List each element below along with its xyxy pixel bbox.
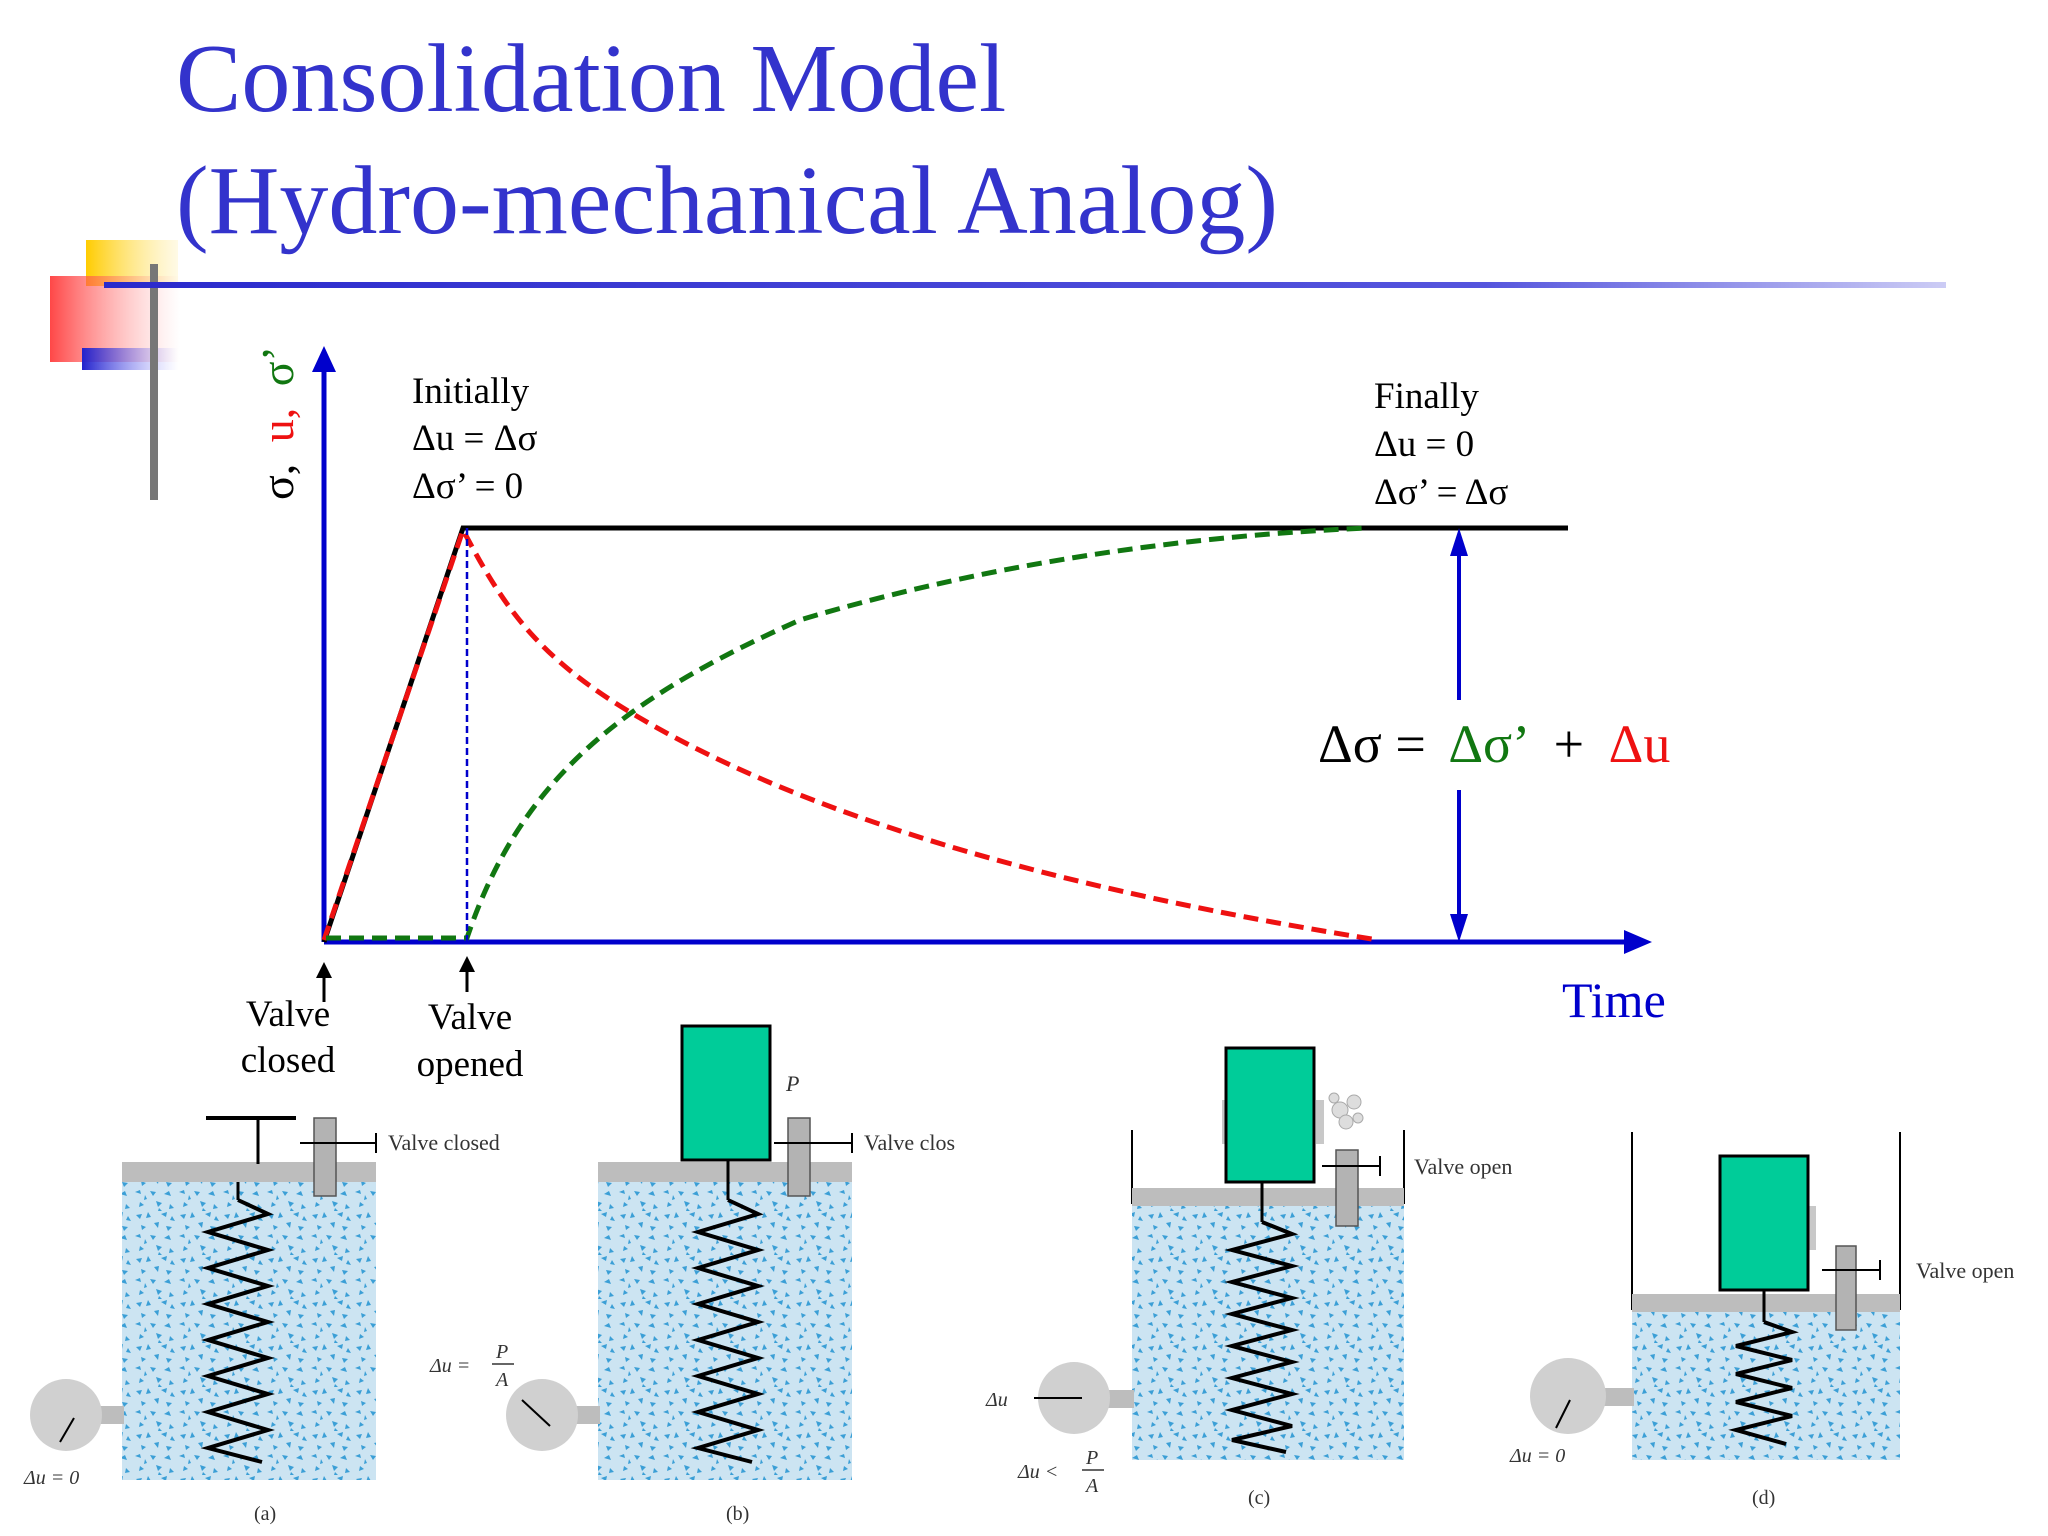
gauge-needle — [521, 1399, 551, 1427]
valve-pipe — [1335, 1149, 1359, 1227]
pressure-gauge — [506, 1379, 578, 1451]
gauge-reading: Δu = 0 — [23, 1467, 79, 1489]
panel-caption: (d) — [1752, 1487, 1775, 1509]
piston-plate — [598, 1162, 852, 1182]
y-label-sigma: σ, — [252, 464, 303, 500]
load-block — [680, 1024, 772, 1162]
effective-stress-curve — [326, 525, 1369, 941]
up-arrow-icon — [459, 956, 475, 972]
panel-d: Valve open Δu = 0 (d) — [1509, 1132, 2014, 1509]
title-rule — [104, 282, 1946, 288]
spring — [200, 1198, 275, 1464]
ornament-blue-bar — [82, 348, 178, 370]
water-container — [1132, 1204, 1404, 1460]
title-line-2: (Hydro-mechanical Analog) — [176, 147, 1279, 255]
valve-label: Valve closed — [388, 1130, 500, 1155]
panel-caption: (a) — [254, 1503, 276, 1525]
panel-c: Valve open Δu Δu < P A (c) — [985, 1046, 1512, 1509]
valve-label: Valve open — [1916, 1258, 2014, 1283]
final-condition-note: Finally Δu = 0 Δσ’ = Δσ — [1374, 376, 1508, 513]
load-block — [1224, 1046, 1316, 1184]
spring — [1224, 1220, 1300, 1454]
load-label: P — [785, 1071, 799, 1096]
x-axis-label: Time — [1562, 972, 1666, 1028]
valve-pipe — [787, 1117, 811, 1197]
effective-stress-equation: Δσ = Δσ’ + Δu — [1318, 714, 1670, 774]
gauge-reading: Δu = 0 — [1509, 1445, 1565, 1467]
consolidation-graph: σ, u, σ’ Time Δσ = Δσ’ + Δu Initially Δu… — [241, 346, 1670, 1085]
svg-text:P: P — [1085, 1447, 1098, 1469]
valve-label: Valve clos — [864, 1130, 955, 1155]
svg-text:Δσ’ = Δσ: Δσ’ = Δσ — [1374, 472, 1508, 513]
initial-condition-note: Initially Δu = Δσ Δσ’ = 0 — [412, 371, 537, 507]
y-label-u: u, — [252, 408, 303, 443]
y-axis-label: σ, u, σ’ — [252, 346, 303, 500]
svg-text:P: P — [495, 1341, 508, 1363]
pressure-gauge — [30, 1379, 102, 1451]
svg-text:opened: opened — [417, 1044, 524, 1085]
x-axis-arrowhead — [1624, 930, 1652, 954]
gauge-needle — [59, 1417, 75, 1443]
valve-pipe — [1835, 1245, 1857, 1331]
svg-text:Finally: Finally — [1374, 376, 1479, 417]
ornament-vertical-line — [150, 264, 158, 500]
svg-text:σ, u, σ’: σ, u, σ’ — [252, 346, 303, 500]
spring — [1728, 1320, 1799, 1446]
y-label-sigma-eff: σ’ — [252, 346, 303, 386]
water-spray-icon — [1328, 1092, 1364, 1130]
gauge-needle — [1555, 1399, 1571, 1429]
svg-text:Valve: Valve — [428, 997, 512, 1038]
svg-text:Valve: Valve — [246, 994, 330, 1035]
valve-opened-marker: Valve opened — [417, 956, 524, 1085]
piston-plate — [122, 1162, 376, 1182]
valve-pipe — [313, 1117, 337, 1197]
pressure-gauge — [1530, 1358, 1606, 1434]
svg-text:Δu = Δσ: Δu = Δσ — [412, 418, 537, 459]
piston-plate — [1132, 1188, 1404, 1206]
up-arrow-icon — [316, 962, 332, 978]
title-line-1: Consolidation Model — [176, 25, 1007, 133]
svg-text:A: A — [1084, 1475, 1099, 1497]
svg-text:Δσ’ = 0: Δσ’ = 0 — [412, 466, 523, 507]
water-container — [598, 1176, 852, 1480]
ornament-red-square — [50, 276, 180, 362]
svg-text:A: A — [494, 1369, 509, 1391]
svg-text:Initially: Initially — [412, 371, 530, 412]
slide-title: Consolidation Model (Hydro-mechanical An… — [176, 18, 1278, 262]
gauge-reading: Δu < — [1017, 1461, 1058, 1483]
valve-closed-marker: Valve closed — [241, 962, 336, 1081]
panel-caption: (b) — [726, 1503, 749, 1525]
svg-text:closed: closed — [241, 1040, 336, 1081]
valve-label: Valve open — [1414, 1154, 1512, 1179]
pore-pressure-curve — [321, 523, 1379, 943]
piston-plate — [1632, 1294, 1900, 1312]
delta-sigma-arrow — [1450, 528, 1468, 942]
load-block — [1718, 1154, 1810, 1292]
panel-a: Valve closed Δu = 0 (a) — [23, 1116, 500, 1525]
panel-b: P Valve clos Δu = P A (b) — [429, 1024, 955, 1525]
svg-text:Δu = 0: Δu = 0 — [1374, 424, 1474, 465]
spring — [690, 1198, 765, 1464]
gauge-reading: Δu = — [429, 1355, 470, 1377]
y-axis-arrowhead — [312, 346, 336, 372]
panel-caption: (c) — [1248, 1487, 1270, 1509]
gauge-label: Δu — [985, 1389, 1008, 1411]
water-container — [1632, 1310, 1900, 1460]
slide-ornament — [50, 240, 1946, 500]
